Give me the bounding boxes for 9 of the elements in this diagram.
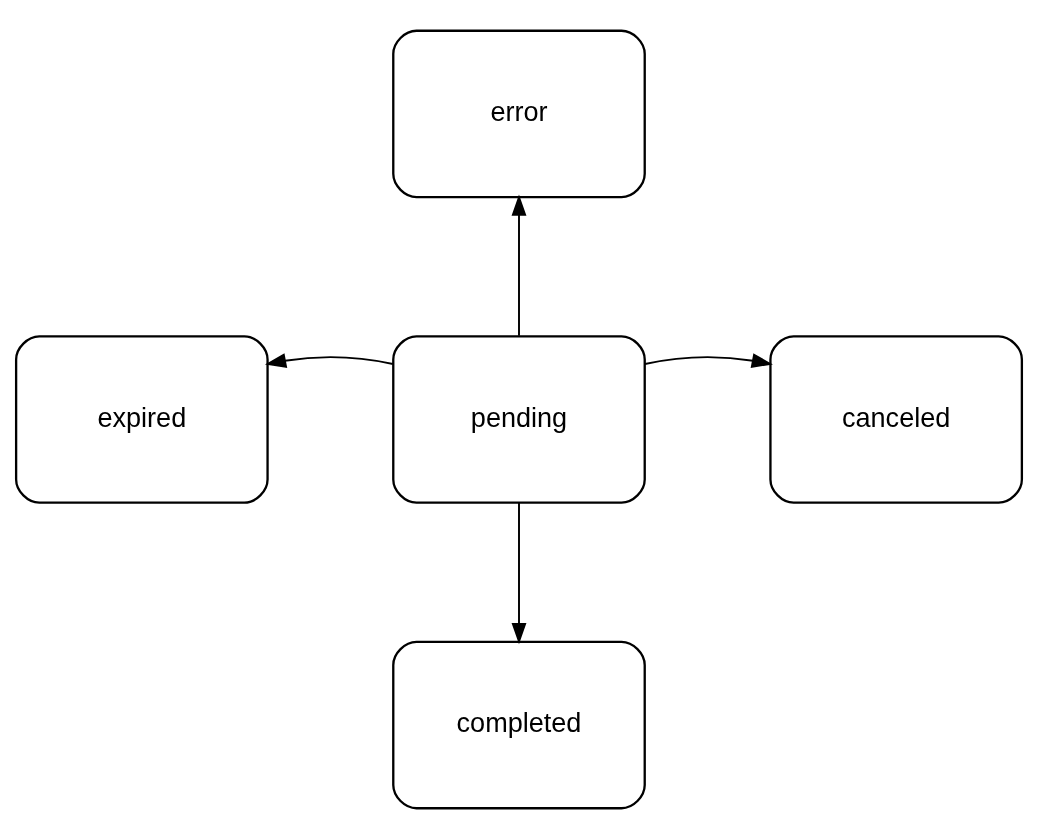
node-box: completed	[392, 640, 646, 809]
node-box: pending	[392, 334, 646, 504]
node-box: expired	[14, 334, 269, 504]
arrow	[644, 352, 773, 368]
node-box: error	[392, 29, 646, 198]
arrow	[264, 352, 394, 368]
arrow	[511, 501, 527, 644]
node-box: canceled	[769, 334, 1024, 504]
arrow	[511, 194, 527, 337]
